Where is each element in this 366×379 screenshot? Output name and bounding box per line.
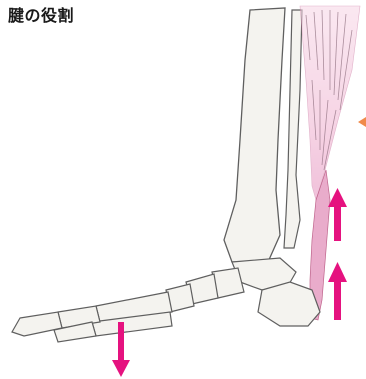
pull-up-arrow-upper	[328, 188, 347, 241]
foot-bones	[12, 258, 320, 342]
pointer-arrowhead	[358, 117, 366, 127]
pull-up-arrow-lower	[328, 262, 347, 320]
tibia-bone	[224, 8, 285, 262]
fibula-bone	[284, 10, 302, 248]
